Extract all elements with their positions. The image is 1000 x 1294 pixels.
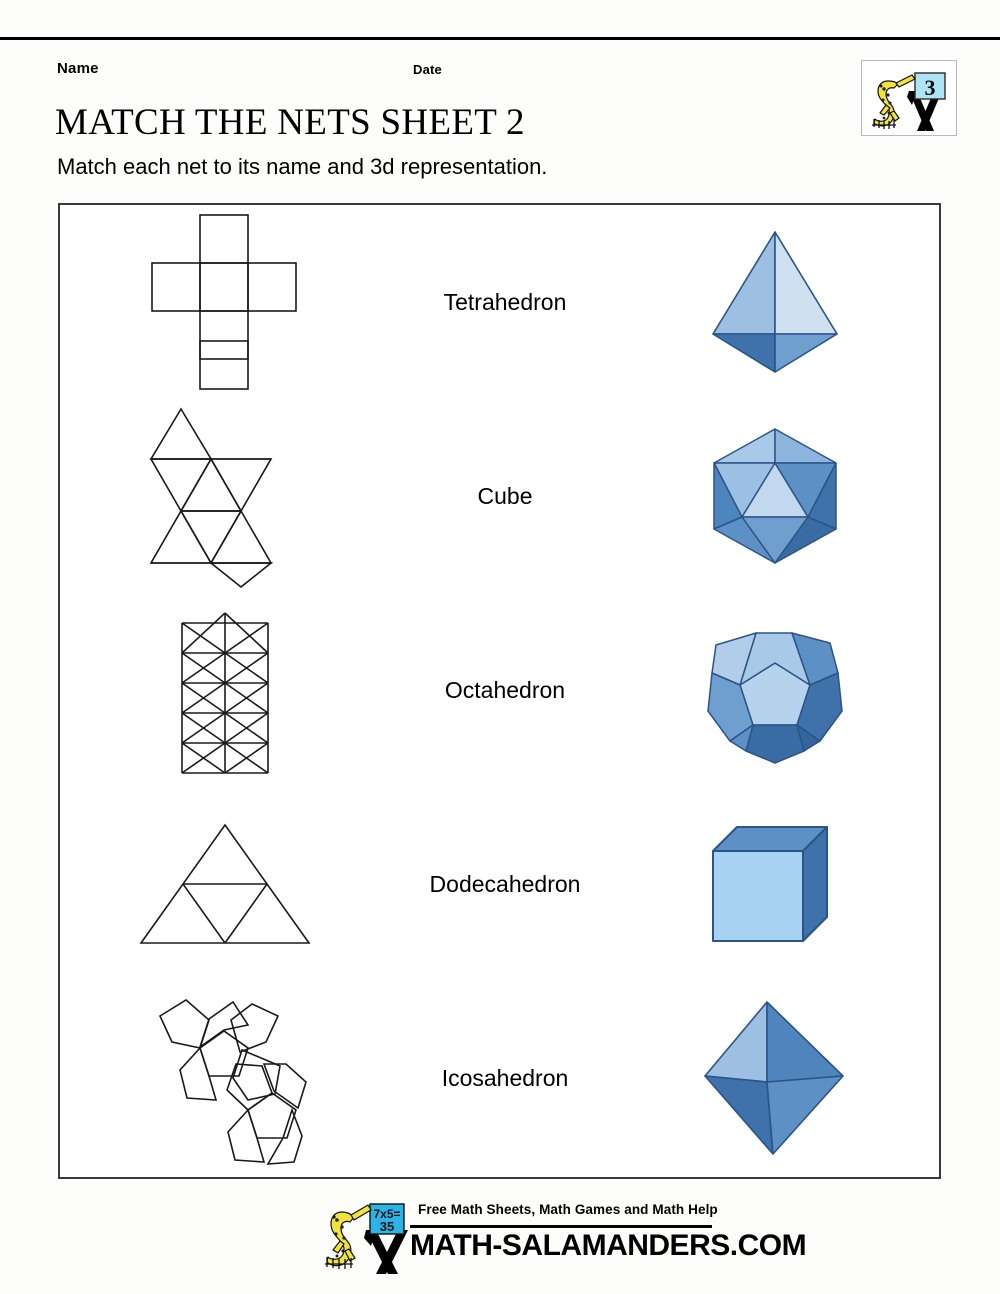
footer-divider (410, 1225, 712, 1228)
cube-net-icon (60, 205, 390, 399)
top-divider (0, 37, 1000, 40)
tetrahedron-solid-icon (620, 205, 930, 399)
worksheet-row: Cube (60, 399, 939, 593)
footer-wordmark: MATH-SALAMANDERS.COM (410, 1229, 807, 1262)
footer: 7x5= 35 (318, 1196, 807, 1278)
tetrahedron-net-icon (60, 787, 390, 981)
date-label: Date (413, 62, 442, 77)
octahedron-solid-icon (620, 981, 930, 1175)
shape-name-label: Tetrahedron (443, 288, 567, 315)
icosahedron-solid-icon (620, 399, 930, 593)
shape-name-label: Octahedron (444, 676, 566, 703)
footer-tagline: Free Math Sheets, Math Games and Math He… (418, 1202, 718, 1217)
worksheet-body: Tetrahedron (58, 203, 941, 1179)
worksheet-row: Icosahedron (60, 981, 939, 1175)
worksheet-row: Dodecahedron (60, 787, 939, 981)
shape-name-label: Cube (477, 482, 533, 509)
shape-name-label: Icosahedron (441, 1064, 569, 1091)
salamander-logo-icon: 3 (861, 60, 957, 136)
shape-name-label: Dodecahedron (429, 870, 581, 897)
page-title: MATCH THE NETS SHEET 2 (55, 102, 525, 143)
worksheet-row: Octahedron (60, 593, 939, 787)
page-subtitle: Match each net to its name and 3d repres… (57, 154, 548, 179)
footer-board-line2: 35 (380, 1219, 394, 1234)
worksheet-row: Tetrahedron (60, 205, 939, 399)
cube-solid-icon (620, 787, 930, 981)
dodecahedron-net-icon (60, 981, 390, 1175)
salamander-logo-icon: 7x5= 35 (318, 1196, 426, 1276)
dodecahedron-solid-icon (620, 593, 930, 787)
logo-board-number: 3 (925, 75, 936, 100)
name-label: Name (57, 60, 99, 77)
octahedron-net-icon (60, 399, 390, 593)
icosahedron-net-icon (60, 593, 390, 787)
footer-board-line1: 7x5= (373, 1207, 400, 1221)
